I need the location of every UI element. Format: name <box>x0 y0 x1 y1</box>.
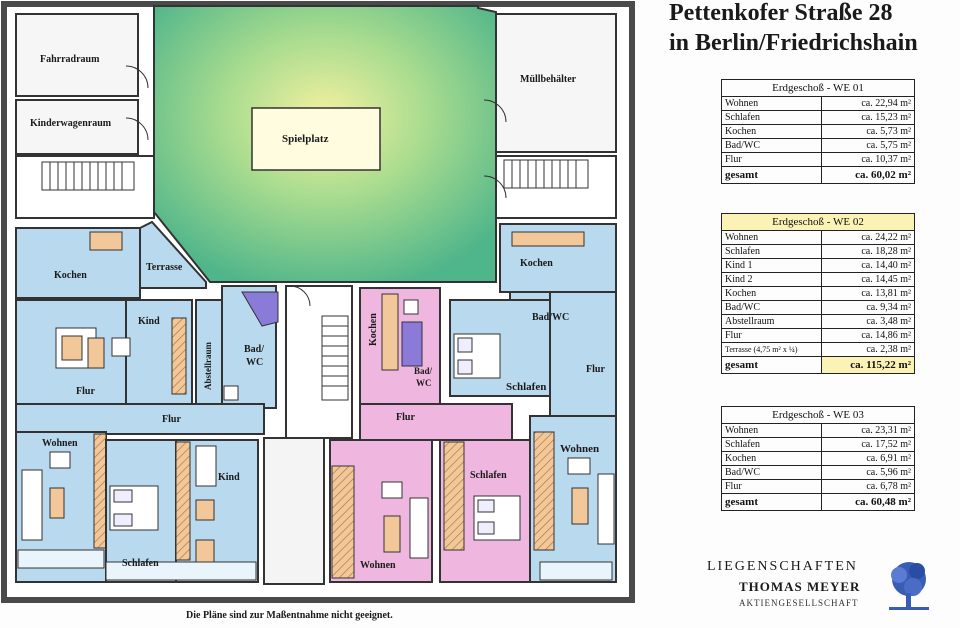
address-line-1: Pettenkofer Straße 28 <box>669 0 893 26</box>
room-label-we02-kochen: Kochen <box>368 313 379 346</box>
service-wing-right <box>483 13 617 219</box>
room-label-we02-wc: WC <box>416 378 432 388</box>
table-title: Erdgeschoß - WE 02 <box>721 213 915 231</box>
room-label-we02-flur: Flur <box>396 412 415 423</box>
room-label-spielplatz: Spielplatz <box>282 133 329 145</box>
room-label-we03-kochen: Kochen <box>520 258 553 269</box>
spielplatz-box <box>251 107 381 171</box>
room-label-we03-flur: Flur <box>586 364 605 375</box>
table-row: Terrasse (4,75 m² x ¼)ca. 2,38 m² <box>721 342 915 357</box>
room-label-we01-wc: WC <box>246 357 263 368</box>
room-label-we03-wohnen: Wohnen <box>560 443 599 455</box>
unit-we02 <box>329 287 531 583</box>
room-label-muellbehaelter: Müllbehälter <box>520 74 577 85</box>
stairwell <box>263 285 353 585</box>
brand-line-3: AKTIENGESELLSCHAFT <box>739 598 859 608</box>
room-label-we01-kind2: Kind <box>218 472 240 483</box>
room-label-we03-schlafen: Schlafen <box>506 381 546 393</box>
room-label-we02-bad: Bad/ <box>414 366 433 376</box>
room-label-we02-schlafen: Schlafen <box>470 470 507 481</box>
brand-line-2: THOMAS MEYER <box>739 579 861 594</box>
room-label-we01-abstellraum: Abstellraum <box>203 342 213 391</box>
service-wing-left <box>15 13 155 219</box>
unit-we01 <box>15 220 279 583</box>
room-label-we01-bad: Bad/ <box>244 344 264 355</box>
plan-disclaimer: Die Pläne sind zur Maßentnahme nicht gee… <box>186 610 393 621</box>
room-label-we01-kochen: Kochen <box>54 270 87 281</box>
room-label-we01-wohnen: Wohnen <box>42 438 78 449</box>
address-line-2: in Berlin/Friedrichshain <box>669 30 918 56</box>
floor-plan: Fahrradraum Kinderwagenraum Spielplatz M… <box>1 1 635 603</box>
room-label-we01-terrasse: Terrasse <box>146 262 183 273</box>
room-label-we01-schlafen: Schlafen <box>122 558 159 569</box>
room-label-we01-kind: Kind <box>138 316 160 327</box>
room-label-we01-flur-a: Flur <box>76 386 95 397</box>
tree-icon <box>889 562 929 610</box>
info-panel: Pettenkofer Straße 28 in Berlin/Friedric… <box>645 0 957 628</box>
room-label-we03-badwc: Bad/WC <box>532 312 569 323</box>
room-label-we01-flur-b: Flur <box>162 414 181 425</box>
brand-line-1: LIEGENSCHAFTEN <box>707 559 858 574</box>
company-logo: LIEGENSCHAFTEN THOMAS MEYER AKTIENGESELL… <box>703 557 943 617</box>
table-title: Erdgeschoß - WE 03 <box>721 406 915 424</box>
table-title: Erdgeschoß - WE 01 <box>721 79 915 97</box>
room-label-we02-wohnen: Wohnen <box>360 560 396 571</box>
room-label-kinderwagenraum: Kinderwagenraum <box>30 118 112 129</box>
unit-we03 <box>449 223 617 583</box>
room-label-fahrradraum: Fahrradraum <box>40 54 100 65</box>
